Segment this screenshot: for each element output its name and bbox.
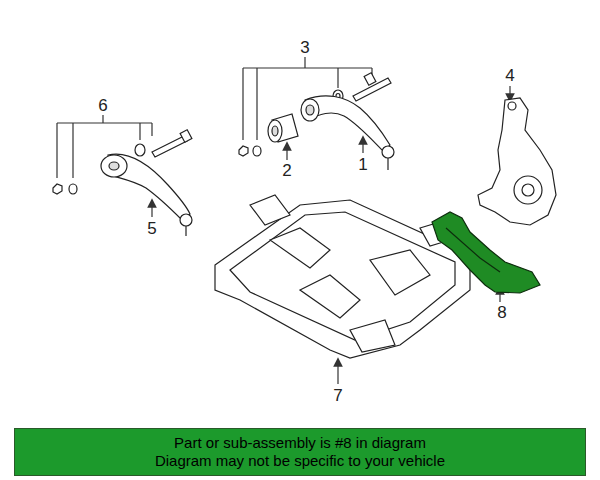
callout-number: 7: [333, 387, 342, 404]
note-text: Part or sub-assembly is #8 in diagram: [174, 434, 426, 452]
callout-number: 2: [282, 162, 291, 179]
callout-number: 3: [300, 39, 309, 56]
note-text: Diagram may not be specific to your vehi…: [155, 452, 445, 470]
callout-number: 4: [505, 67, 514, 84]
callout-number: 1: [358, 156, 367, 173]
callout-number: 6: [98, 97, 107, 114]
callout-number: 5: [147, 220, 156, 237]
note-band: Part or sub-assembly is #8 in diagramDia…: [14, 428, 586, 476]
callout-number: 8: [497, 304, 506, 321]
